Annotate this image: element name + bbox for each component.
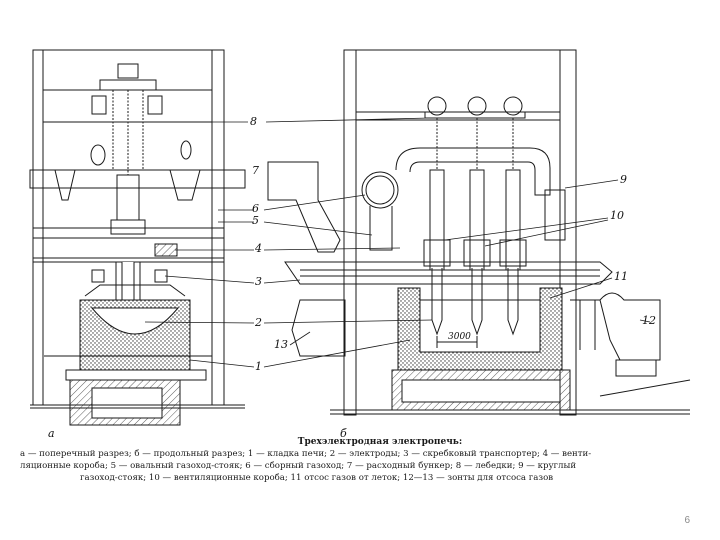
callout-2: 2 xyxy=(255,316,262,329)
leader-lines xyxy=(144,117,651,368)
dimension-label: 3000 xyxy=(448,332,471,342)
callout-12: 12 xyxy=(642,314,656,327)
view-b-longitudinal-section xyxy=(267,49,691,416)
furnace-drawing xyxy=(29,49,691,426)
callout-3: 3 xyxy=(255,275,262,288)
view-a-label: а xyxy=(48,427,55,440)
page-number: 6 xyxy=(684,515,690,526)
caption-line-1: а — поперечный разрез; б — продольный ра… xyxy=(20,449,592,459)
view-a-cross-section xyxy=(29,49,246,426)
callout-11: 11 xyxy=(614,270,628,283)
callout-10: 10 xyxy=(610,209,624,222)
callout-4: 4 xyxy=(255,242,262,255)
callout-6: 6 xyxy=(252,202,259,215)
view-b-label: б xyxy=(340,427,347,440)
callout-7: 7 xyxy=(252,164,259,177)
callout-8: 8 xyxy=(250,115,257,128)
callout-5: 5 xyxy=(252,214,259,227)
caption-line-2: ляционные короба; 5 — овальный газоход-с… xyxy=(20,461,577,471)
callout-1: 1 xyxy=(255,360,262,373)
caption-line-3: газоход-стояк; 10 — вентиляционные короб… xyxy=(80,473,554,483)
callout-9: 9 xyxy=(620,173,627,186)
caption-title: Трехэлектродная электропечь: xyxy=(297,437,463,447)
callout-13: 13 xyxy=(274,338,288,351)
figure-caption: Трехэлектродная электропечь: а — попереч… xyxy=(20,436,700,484)
